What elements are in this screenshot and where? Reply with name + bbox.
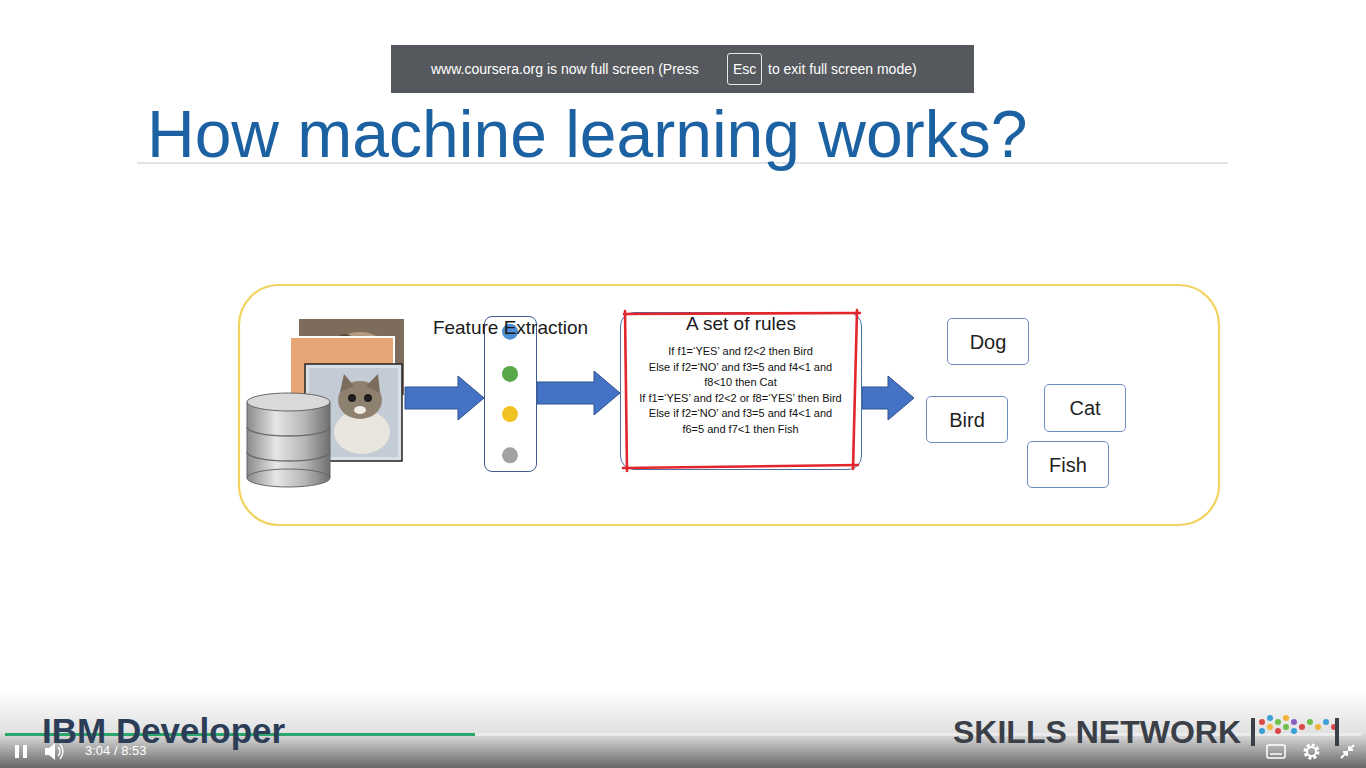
captions-icon [1267,745,1285,758]
brand-logo: IBM Developer [42,711,285,751]
rule-text: Else if f2=‘NO’ and f3=5 and f4<1 and f6… [638,406,844,437]
label-holder: www.coursera.org is now full screen (Pre… [431,61,699,77]
rules-text-block: If f1=‘YES’ and f2<2 then BirdElse if f2… [638,344,844,437]
settings-icon [1305,745,1318,758]
slide-title: How machine learning works? [147,101,1027,167]
brand-logo: SKILLS NETWORK [953,714,1241,750]
label-holder: Esc [727,53,762,85]
esc-key: Esc [727,53,762,85]
class-label: Fish [1049,453,1087,477]
rule-text: Else if f2=‘NO’ and f3=5 and f4<1 and f8… [638,360,844,391]
rules-box: If f1=‘YES’ and f2<2 then BirdElse if f2… [620,312,862,470]
label-holder: IBM Developer [42,711,285,751]
exit-fullscreen-icon [1341,745,1354,758]
rule-text: If f1=‘YES’ and f2<2 then Bird [638,344,844,360]
class-box: Bird [926,396,1008,443]
rule-text: If f1=‘YES’ and f2<2 or f8=‘YES’ then Bi… [638,391,844,407]
video-time: 3:04 / 8:53 [85,743,146,759]
class-label: Bird [949,408,985,432]
fullscreen-notice: to exit full screen mode) [768,61,917,77]
highlight-outline [620,312,862,470]
stage-caption: Feature Extraction [433,317,588,339]
label-holder: SKILLS NETWORK [953,714,1241,750]
label-holder: to exit full screen mode) [768,61,917,77]
feature-column: Feature Extraction [484,316,537,472]
caption-holder: Feature Extraction [433,317,588,339]
class-label: Dog [970,330,1007,354]
fullscreen-notice: www.coursera.org is now full screen (Pre… [431,61,699,77]
flow-arrow [862,376,914,420]
class-box: Fish [1027,441,1109,488]
label-holder: 3:04 / 8:53 [85,743,146,759]
feature-dots [485,317,535,470]
logo-dots [1251,715,1339,746]
flow-arrow [405,376,484,420]
pause-icon [15,745,27,758]
notice-banner [391,45,974,93]
pipeline-frame [239,285,1219,525]
video-controls-shade [0,690,1366,768]
database-symbol [247,393,330,487]
class-box: Dog [947,318,1029,365]
flow-arrow [537,371,620,415]
class-label: Cat [1069,396,1100,420]
caption-holder: A set of rules [686,313,796,335]
class-box: Cat [1044,384,1126,432]
stage-caption: A set of rules [686,313,796,335]
title-holder: How machine learning works? [147,101,1027,167]
